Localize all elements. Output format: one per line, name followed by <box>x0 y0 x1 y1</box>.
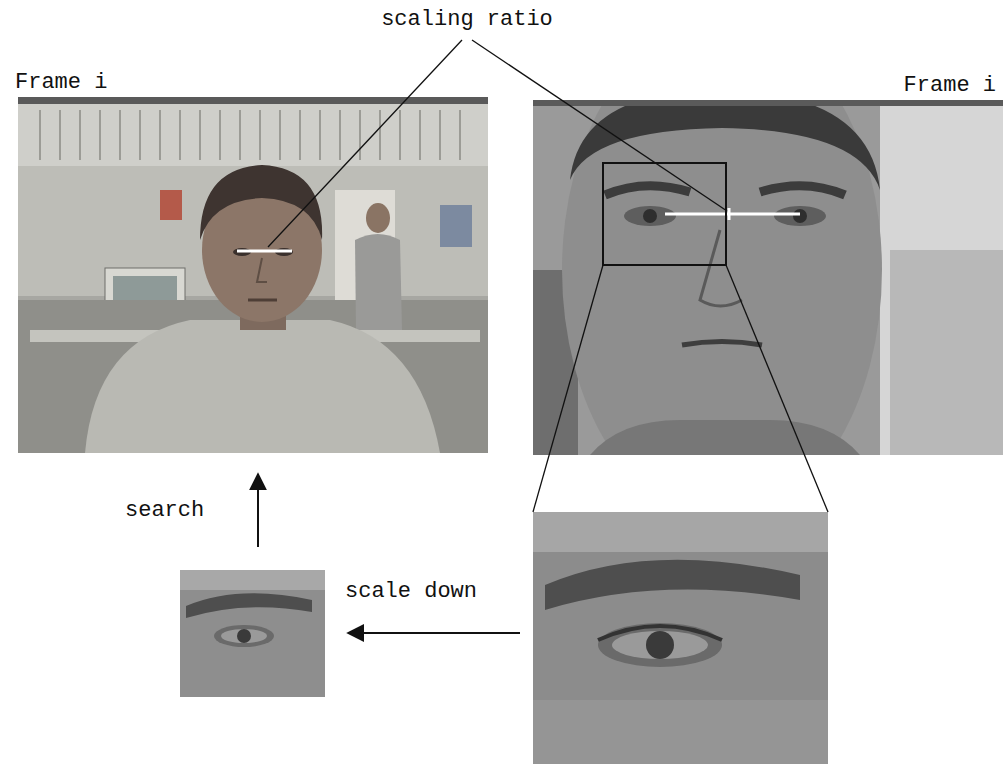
eye-patch-large <box>533 512 828 764</box>
flow-arrows <box>258 474 520 633</box>
eye-patch-small <box>180 570 325 697</box>
annotation-label: search <box>125 499 204 523</box>
frame-left-photo <box>18 97 488 453</box>
frame-heading: Frame i <box>904 74 996 98</box>
frame-heading: Frame i <box>15 71 107 95</box>
video-frame: Frame i <box>18 97 488 453</box>
annotation-label: scaling ratio <box>381 8 553 32</box>
leader-lines <box>268 40 828 512</box>
annotation-label: scale down <box>345 580 477 604</box>
video-frame: Frame i <box>533 100 1003 455</box>
frame-right-photo <box>533 100 1003 455</box>
